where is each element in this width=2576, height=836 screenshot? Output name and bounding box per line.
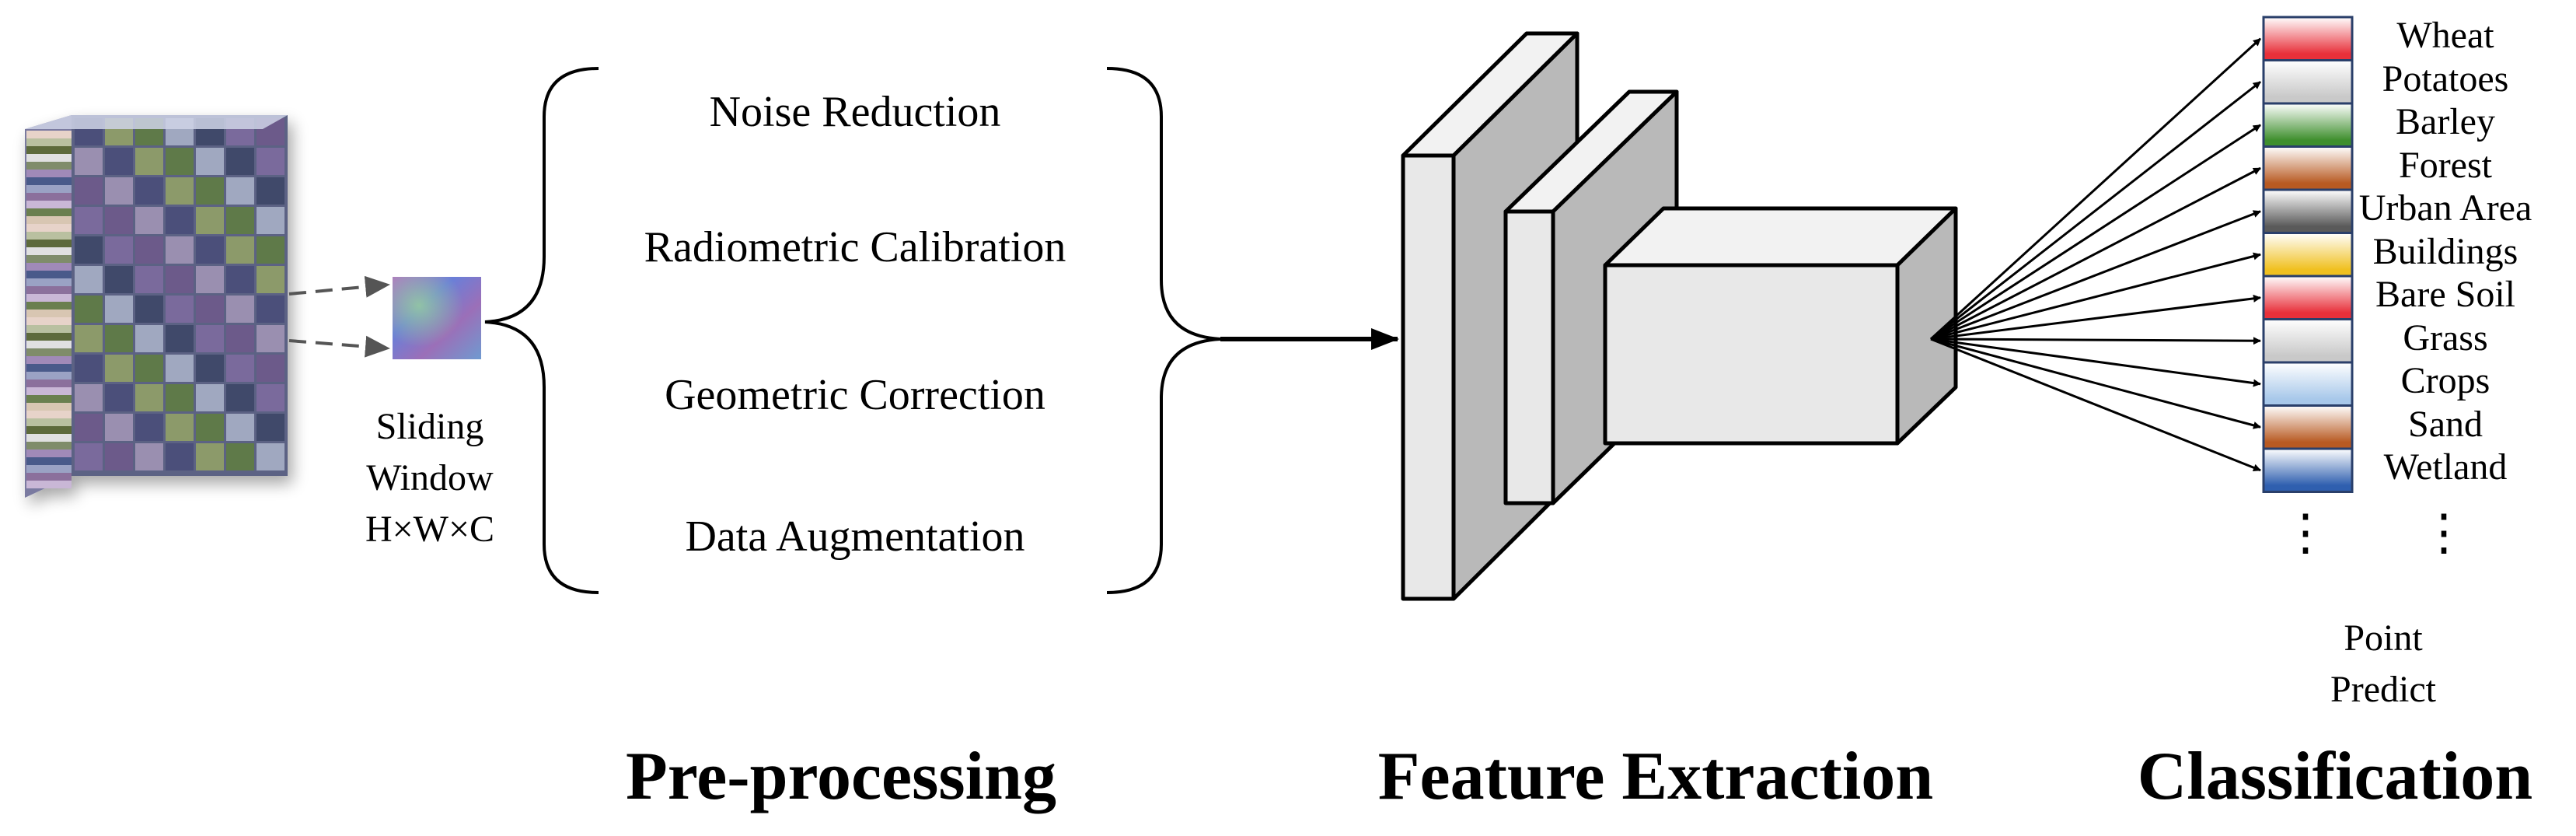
stage-classification: Classification: [2137, 739, 2533, 814]
sliding-window-line-1: Sliding: [375, 406, 484, 447]
classification-arrows: [1929, 37, 2262, 472]
sliding-window-line-3: H×W×C: [365, 509, 495, 550]
class-label: Sand: [2408, 403, 2483, 445]
class-label: Crops: [2400, 360, 2490, 401]
step-geometric-correction: Geometric Correction: [665, 371, 1045, 419]
class-arrow: [1930, 81, 2261, 341]
class-swatch: [2262, 447, 2354, 493]
sliding-window-patch: [393, 277, 481, 359]
class-swatch: [2262, 188, 2354, 234]
dashed-arrow-top: [288, 275, 390, 298]
class-swatch: [2262, 232, 2354, 278]
dashed-arrow-bottom: [288, 335, 390, 358]
class-swatch: [2262, 318, 2354, 364]
step-noise-reduction: Noise Reduction: [709, 88, 1001, 136]
right-brace: [1106, 67, 1221, 594]
class-label: Forest: [2399, 144, 2492, 186]
class-label: Barley: [2396, 101, 2495, 142]
class-label: Wheat: [2396, 15, 2494, 56]
class-arrow: [1929, 37, 2262, 341]
class-label: Grass: [2403, 317, 2488, 359]
class-arrow: [1930, 166, 2261, 341]
class-swatch: [2262, 361, 2354, 407]
class-label: Bare Soil: [2375, 274, 2515, 315]
class-arrow: [1930, 252, 2261, 341]
hyperspectral-cube-image: [25, 115, 288, 498]
stage-preprocessing: Pre-processing: [626, 739, 1056, 814]
step-data-augmentation: Data Augmentation: [685, 512, 1025, 561]
class-arrow: [1930, 337, 2261, 345]
class-swatch: [2262, 404, 2354, 450]
class-label: Potatoes: [2382, 58, 2509, 100]
point-predict-line-2: Predict: [2330, 669, 2436, 710]
class-arrow: [1930, 294, 2261, 341]
sliding-window-label: Sliding Window H×W×C: [365, 401, 494, 555]
class-arrow: [1930, 124, 2261, 341]
cnn-feature-block-3: [1603, 206, 1958, 446]
class-swatch: [2262, 59, 2354, 105]
sliding-window-line-2: Window: [366, 457, 494, 498]
dots-left: ⋮: [2281, 505, 2330, 560]
class-label: Urban Area: [2358, 187, 2532, 229]
class-swatch: [2262, 145, 2354, 191]
class-arrow: [1930, 338, 2261, 472]
stage-feature-extraction: Feature Extraction: [1377, 739, 1934, 814]
class-arrow: [1930, 210, 2261, 341]
class-label: Buildings: [2372, 230, 2518, 272]
class-swatch-column: [2262, 16, 2354, 493]
class-arrow: [1930, 338, 2261, 387]
class-swatch: [2262, 102, 2354, 148]
class-swatch: [2262, 275, 2354, 320]
dots-right: ⋮: [2419, 505, 2469, 560]
left-brace: [484, 67, 599, 594]
step-radiometric-calibration: Radiometric Calibration: [644, 223, 1066, 271]
point-predict-label: Point Predict: [2330, 613, 2436, 715]
point-predict-line-1: Point: [2344, 617, 2423, 659]
class-arrow: [1930, 338, 2261, 429]
class-label: Wetland: [2383, 446, 2508, 488]
class-swatch: [2262, 16, 2354, 61]
